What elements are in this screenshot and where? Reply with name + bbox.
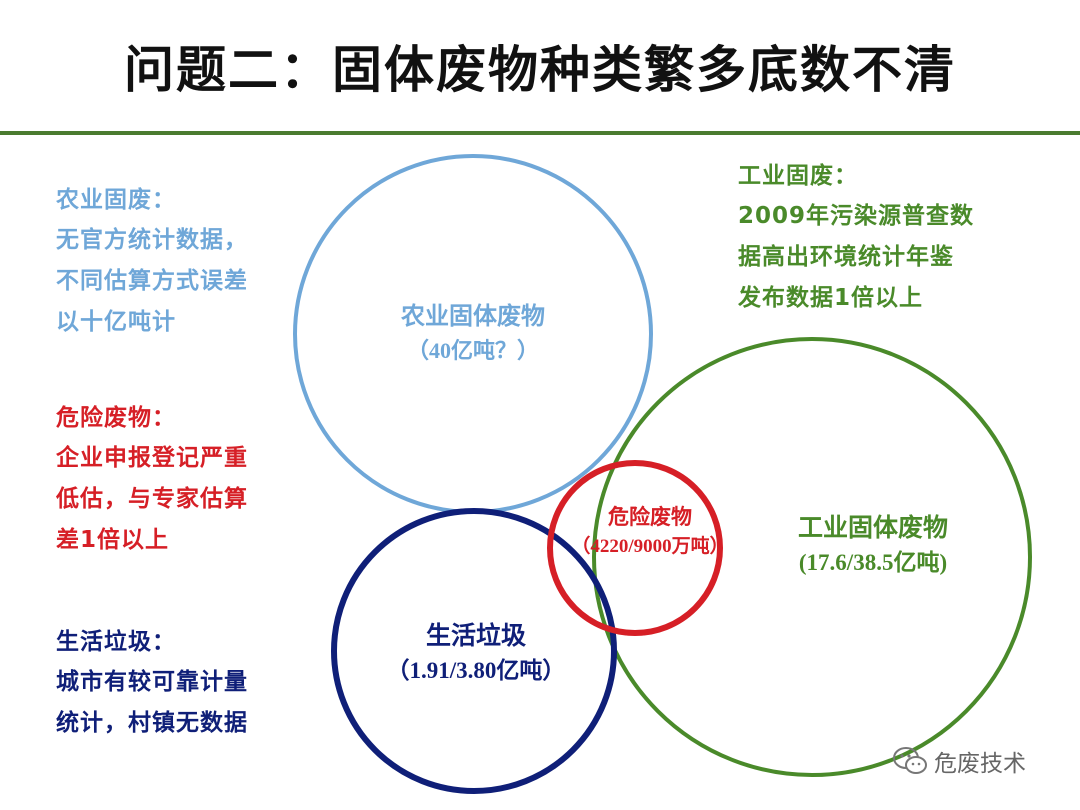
hazardous-label-amount: （4220/9000万吨）: [571, 536, 729, 557]
industrial-label-name: 工业固体废物: [797, 513, 948, 542]
wechat-icon: [893, 747, 927, 774]
industrial-label: 工业固体废物 (17.6/38.5亿吨): [768, 510, 978, 580]
title-divider: [0, 131, 1080, 135]
hazardous-circle: [547, 460, 723, 636]
agriculture-note-title: 农业固废：: [56, 187, 176, 213]
agriculture-label-name: 农业固体废物: [401, 302, 545, 330]
municipal-label-amount: （1.91/3.80亿吨）: [386, 658, 566, 683]
agriculture-label-amount: （40亿吨？）: [406, 338, 539, 363]
municipal-circle: [331, 508, 617, 794]
agriculture-label: 农业固体废物 （40亿吨？）: [368, 298, 578, 368]
page-title: 问题二：固体废物种类繁多底数不清: [124, 41, 956, 99]
industrial-note-title: 工业固废：: [738, 163, 858, 189]
municipal-note-title: 生活垃圾：: [56, 629, 176, 655]
industrial-note-body: 2009年污染源普查数 据高出环境统计年鉴 发布数据1倍以上: [738, 203, 975, 311]
industrial-note: 工业固废： 2009年污染源普查数 据高出环境统计年鉴 发布数据1倍以上: [738, 156, 974, 319]
industrial-label-amount: (17.6/38.5亿吨): [798, 550, 948, 575]
watermark-text: 危废技术: [934, 751, 1026, 777]
agriculture-note: 农业固废： 无官方统计数据， 不同估算方式误差 以十亿吨计: [56, 180, 248, 343]
municipal-label-name: 生活垃圾: [425, 621, 526, 650]
hazardous-label-name: 危险废物: [608, 505, 692, 529]
hazardous-note-title: 危险废物：: [56, 405, 176, 431]
hazardous-note: 危险废物： 企业申报登记严重 低估，与专家估算 差1倍以上: [56, 398, 248, 561]
agriculture-note-body: 无官方统计数据， 不同估算方式误差 以十亿吨计: [56, 227, 248, 335]
hazardous-label: 危险废物 （4220/9000万吨）: [555, 502, 745, 562]
municipal-note-body: 城市有较可靠计量 统计，村镇无数据: [56, 669, 248, 736]
municipal-label: 生活垃圾 （1.91/3.80亿吨）: [356, 618, 596, 688]
hazardous-note-body: 企业申报登记严重 低估，与专家估算 差1倍以上: [56, 445, 248, 553]
industrial-circle: [592, 337, 1032, 777]
watermark: 危废技术: [892, 744, 1026, 778]
municipal-note: 生活垃圾： 城市有较可靠计量 统计，村镇无数据: [56, 622, 248, 744]
